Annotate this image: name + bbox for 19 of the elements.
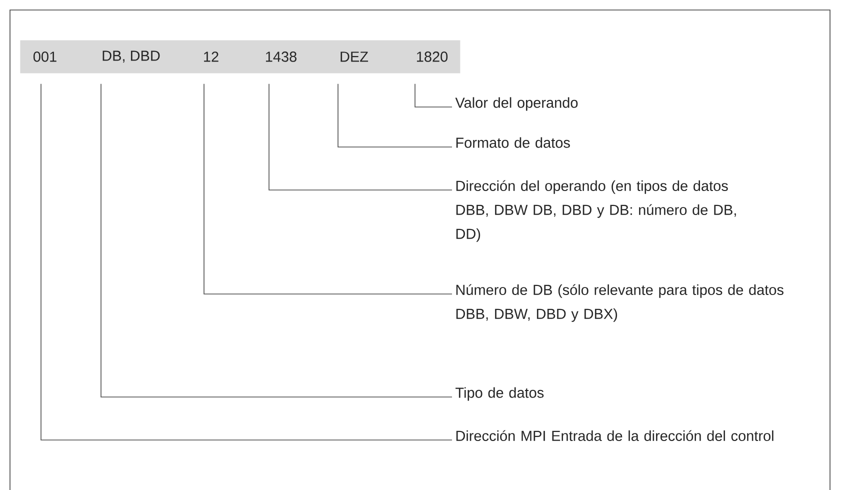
field-value: 001 (33, 52, 56, 62)
leader-line (338, 84, 452, 148)
description-text: Formato de datos (456, 137, 570, 148)
description-text: Valor del operando (455, 97, 578, 111)
leader-line (100, 84, 452, 398)
description-text: Tipo de datos (456, 387, 544, 401)
readout-band (20, 40, 460, 74)
description-text: Dirección MPI Entrada de la dirección del control (456, 430, 774, 442)
field-value: 1820 (416, 52, 448, 62)
field-value: DEZ (340, 52, 368, 62)
field-value: 1438 (266, 52, 296, 62)
leader-line (204, 84, 452, 294)
field-value: 12 (204, 52, 218, 62)
description-text: Número de DB (sólo relevante para tipos de datos DBB, DBW, DBD y DBX) (456, 284, 784, 322)
leader-line (268, 84, 452, 190)
description-text: Dirección del operando (en tipos de datos DBB, DBW DB, DBD y DB: número de DB, DD) (456, 180, 736, 242)
leader-line (414, 84, 452, 108)
field-value: DB, DBD (102, 50, 160, 63)
leader-line (40, 84, 452, 440)
